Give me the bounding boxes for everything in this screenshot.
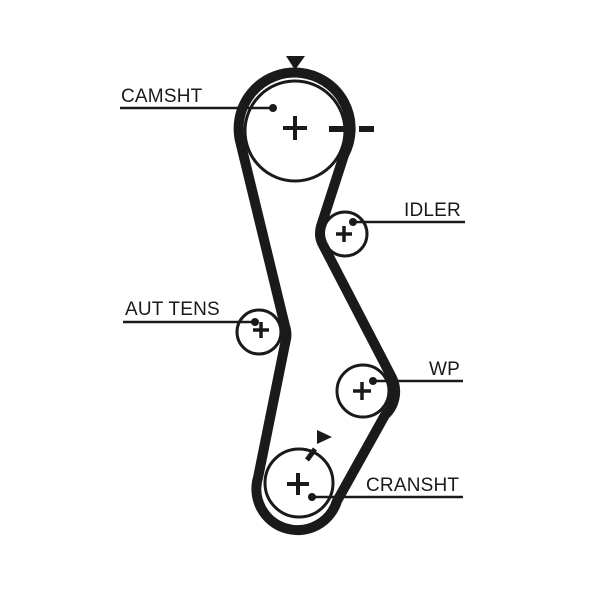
timing-belt-path: [233, 67, 401, 536]
camshaft-label: CAMSHT: [121, 86, 203, 107]
crankshaft-leader-dot: [308, 493, 316, 501]
tensioner-label: AUT TENS: [125, 299, 220, 320]
camshaft-arrow-icon: [286, 56, 305, 70]
crankshaft-pulley: [263, 447, 335, 519]
idler-center-plus-icon: [336, 226, 352, 242]
crankshaft-timing-tick-icon: [304, 447, 318, 462]
camshaft-center-plus-icon: [283, 116, 307, 140]
water-pump-label: WP: [429, 359, 461, 380]
water-pump-pulley: [335, 363, 391, 419]
idler-label: IDLER: [404, 200, 461, 221]
idler-leader-dot: [349, 218, 357, 226]
crankshaft-arrow-icon: [317, 430, 332, 444]
tensioner-center-plus-icon: [253, 322, 269, 338]
tensioner-pulley: [235, 308, 283, 356]
crankshaft-label: CRANSHT: [366, 475, 460, 496]
tensioner-leader-dot: [251, 318, 259, 326]
water-pump-leader-dot: [369, 377, 377, 385]
crankshaft-center-plus-icon: [287, 473, 309, 495]
camshaft-leader-dot: [269, 104, 277, 112]
water-pump-center-plus-icon: [353, 382, 371, 400]
